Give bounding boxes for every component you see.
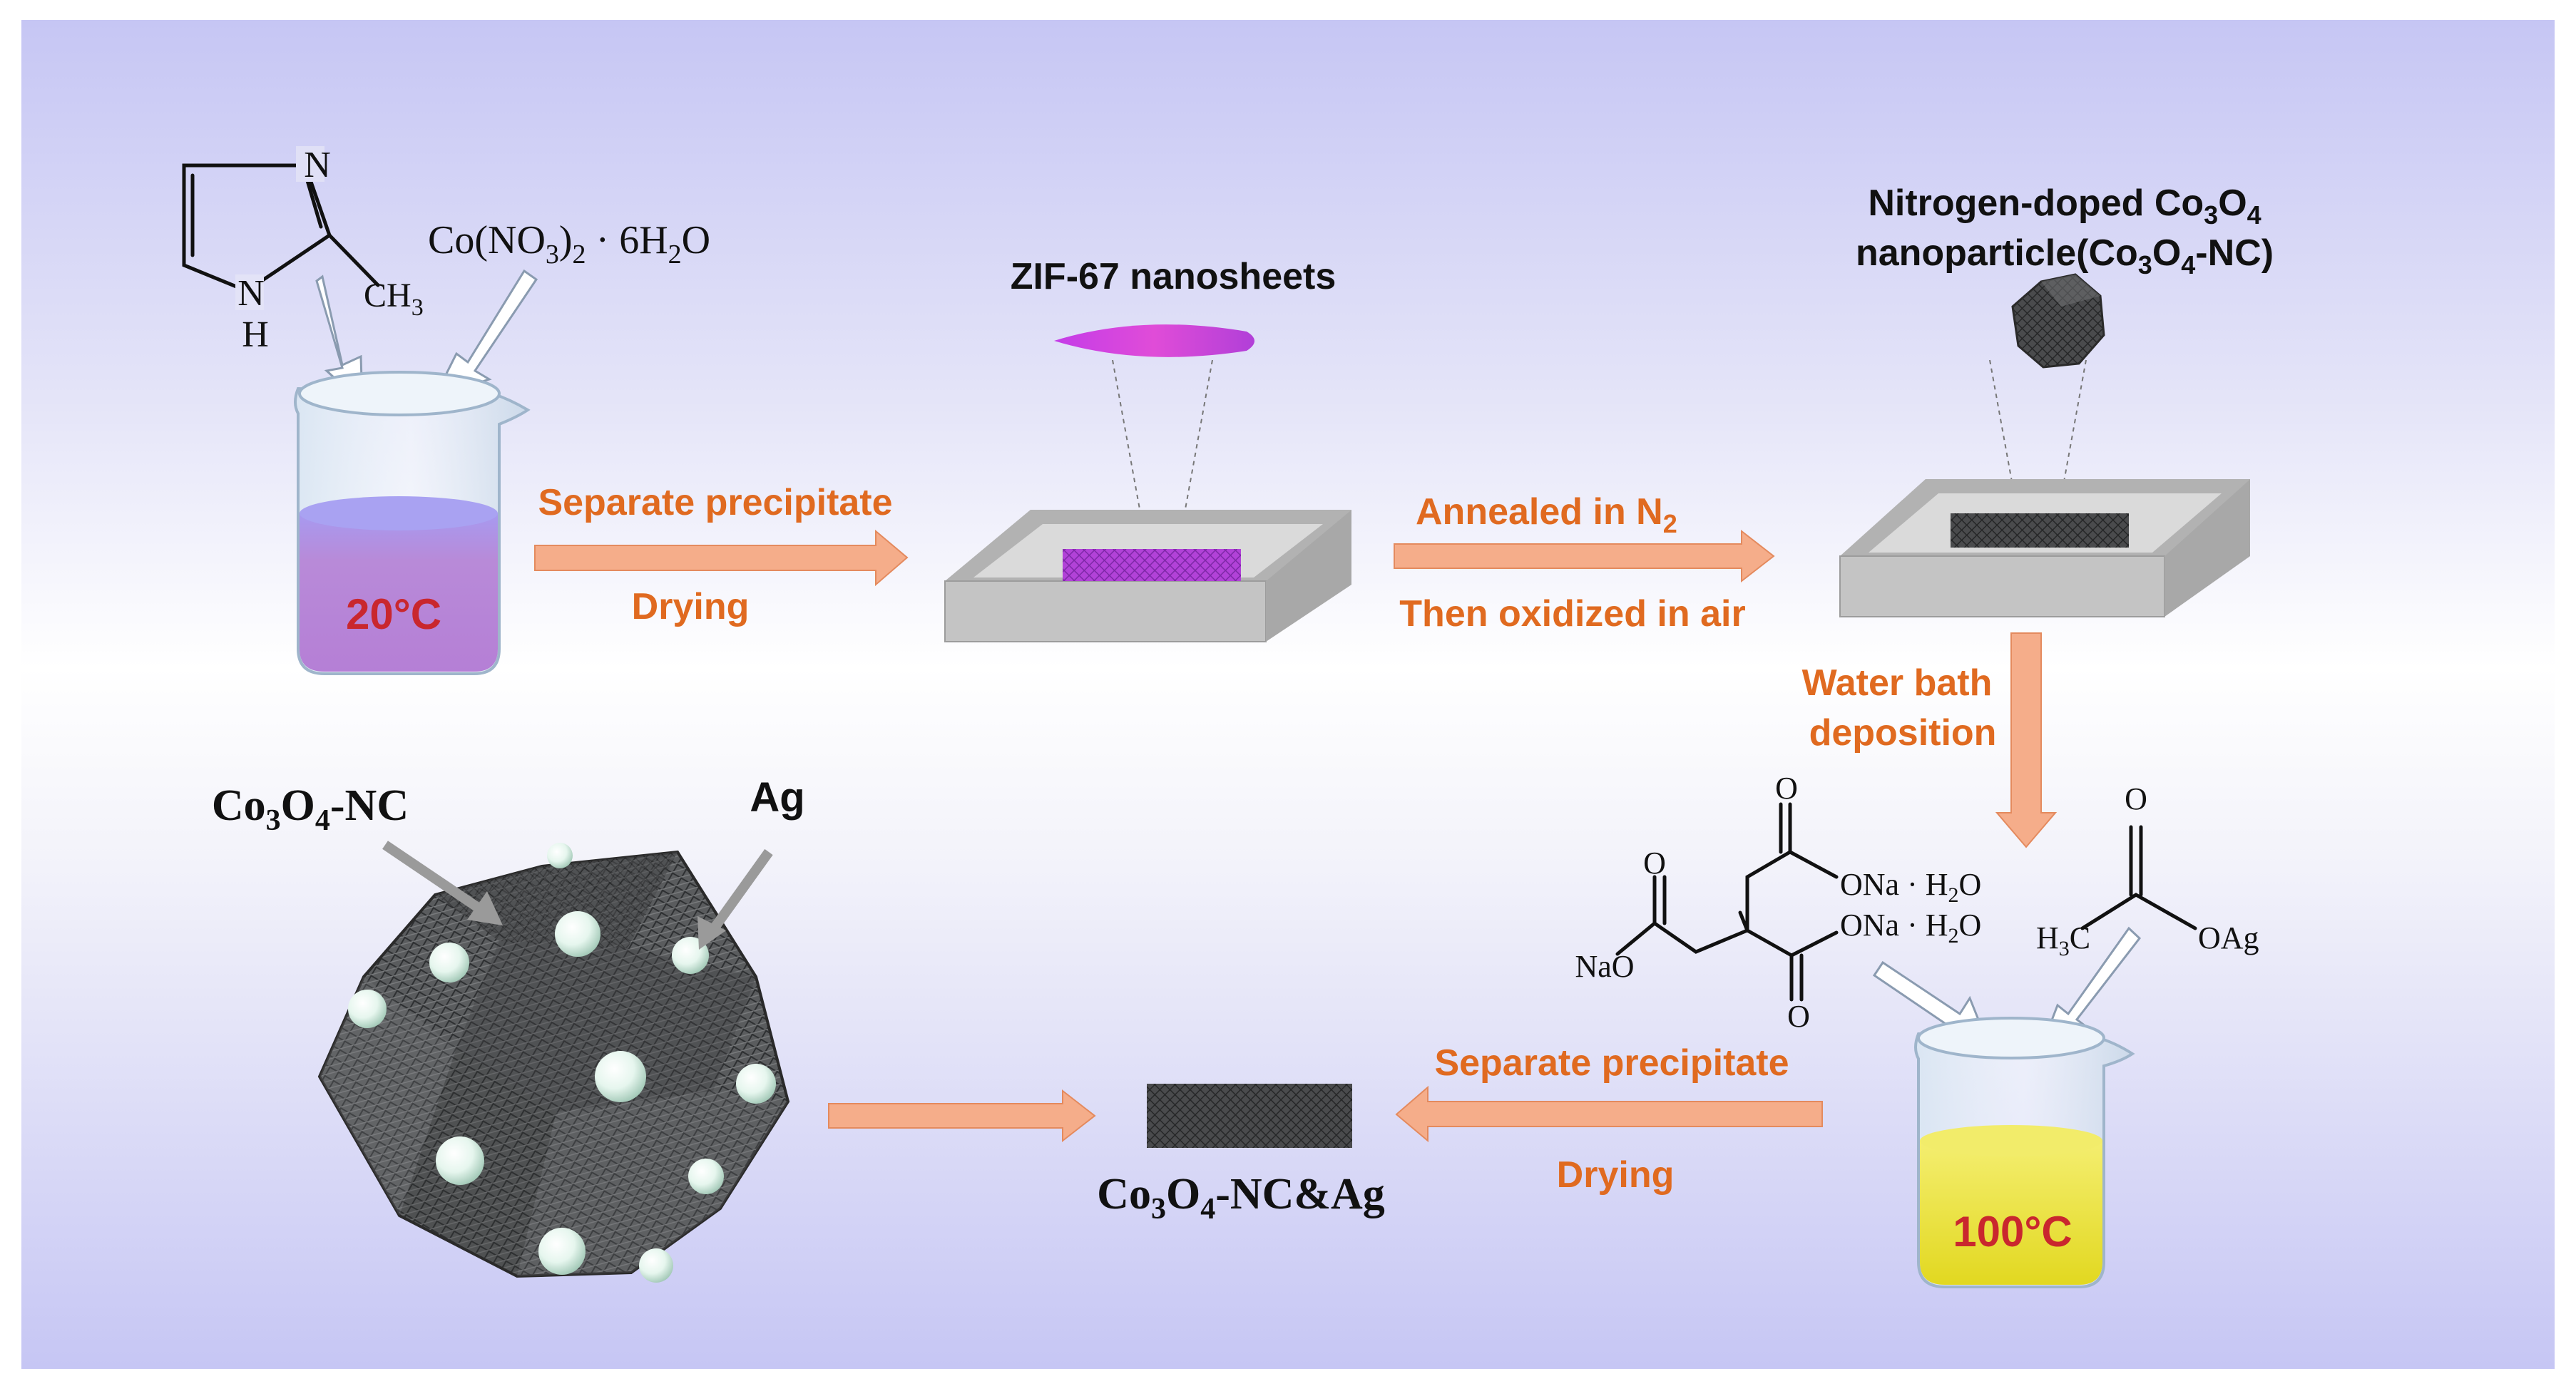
step-1-drying-label: Drying — [632, 586, 750, 627]
imidazole-n-label: N — [304, 145, 331, 185]
nitrogen-doped-label-line2: nanoparticle(Co3O4-NC) — [1856, 232, 2274, 279]
ag-label: Ag — [750, 774, 804, 821]
silver-acetate-structure: O H3C OAg — [2036, 781, 2259, 960]
step-2-oxidize-label: Then oxidized in air — [1399, 593, 1745, 635]
arrow-step-2 — [1394, 529, 1775, 583]
arrow-step-4 — [1395, 1085, 1823, 1143]
beaker-1: 20°C — [294, 371, 531, 675]
product-label: Co3O4-NC&Ag — [1097, 1170, 1385, 1226]
citrate-o-bottom: O — [1787, 999, 1810, 1034]
zif-67-tray — [944, 359, 1351, 642]
step-4-drying-label: Drying — [1557, 1154, 1675, 1196]
product-sample — [1147, 1084, 1352, 1148]
citrate-o-top: O — [1775, 771, 1798, 806]
citrate-ona-1: ONa · H2O — [1840, 867, 1981, 907]
cobalt-nitrate-label: Co(NO3)2 · 6H2O — [428, 218, 710, 270]
beaker-2-temperature: 100°C — [1953, 1208, 2072, 1256]
co3o4-nc-label: Co3O4-NC — [212, 781, 409, 837]
acetate-oag-label: OAg — [2198, 920, 2259, 955]
imidazole-h-label: H — [242, 314, 269, 355]
methyl-label: CH3 — [364, 277, 424, 321]
beaker-2: 100°C — [1914, 1017, 2135, 1288]
beaker-1-temperature: 20°C — [346, 590, 441, 638]
arrow-step-3 — [1995, 632, 2058, 848]
citrate-o-left: O — [1643, 846, 1666, 881]
step-3-deposition-label: deposition — [1809, 712, 1997, 754]
step-3-water-bath-label: Water bath — [1802, 662, 1993, 704]
co3o4-nc-tray — [1839, 359, 2250, 617]
arrow-step-5 — [828, 1089, 1096, 1143]
step-4-separate-label: Separate precipitate — [1434, 1042, 1789, 1084]
nitrogen-doped-label-line1: Nitrogen-doped Co3O4 — [1868, 183, 2261, 230]
step-2-anneal-label: Annealed in N2 — [1416, 491, 1677, 538]
polyhedron-pointer-arrows — [382, 841, 773, 950]
2-methylimidazole-structure: N N H CH3 — [182, 145, 424, 355]
citrate-ona-2: ONa · H2O — [1840, 908, 1981, 948]
zif-67-label: ZIF-67 nanosheets — [1011, 256, 1336, 297]
imidazole-nh-label: N — [237, 273, 265, 314]
citrate-nao: NaO — [1575, 949, 1634, 984]
co3o4-nc-nanoparticle-icon — [2011, 273, 2105, 369]
sodium-citrate-structure: O O O ONa · H2O ONa · H2O NaO — [1575, 771, 1981, 1034]
silver-nanoparticles — [348, 843, 776, 1283]
step-1-separate-label: Separate precipitate — [538, 482, 892, 523]
zif-67-nanosheet-icon — [1054, 324, 1254, 357]
acetate-h3c-label: H3C — [2036, 920, 2090, 960]
arrow-step-1 — [534, 529, 909, 587]
acetate-o-label: O — [2125, 781, 2147, 816]
